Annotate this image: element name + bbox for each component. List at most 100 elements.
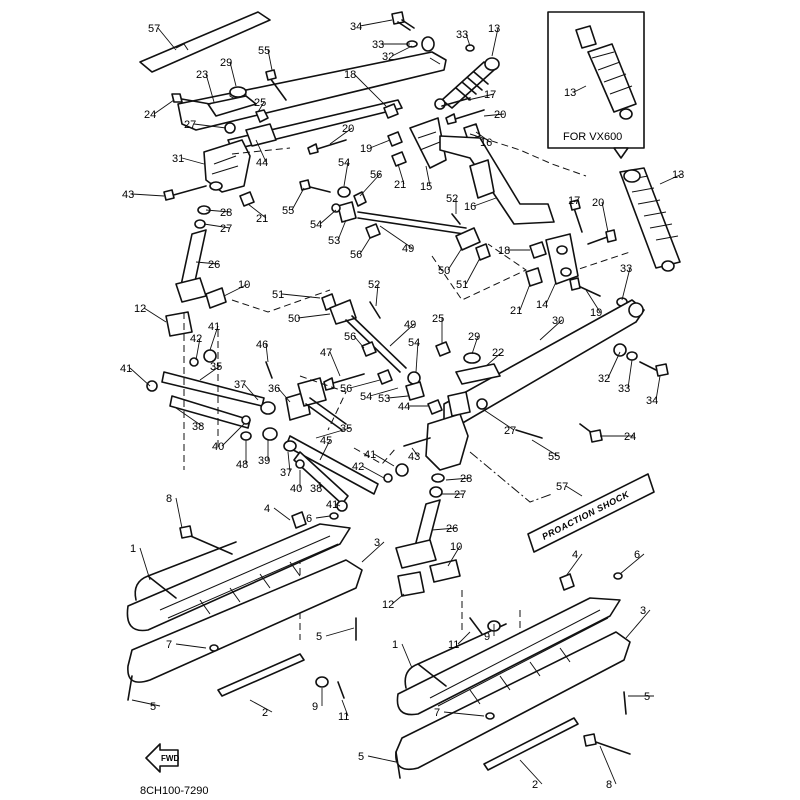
callout-number: 29 bbox=[220, 57, 232, 69]
callout-leader bbox=[379, 225, 413, 249]
callout-number: 9 bbox=[484, 631, 490, 643]
guide-line-upper-a bbox=[231, 147, 291, 155]
part-52-cotter-lower bbox=[369, 301, 381, 319]
callout-number: 25 bbox=[432, 313, 444, 325]
callout-27: 27 bbox=[483, 409, 516, 437]
part-5-bolt-left-a bbox=[127, 675, 133, 701]
part-29-cap-center bbox=[463, 352, 481, 364]
callout-43: 43 bbox=[122, 189, 165, 201]
part-8-bolt-right bbox=[589, 739, 631, 755]
callout-54: 54 bbox=[408, 337, 420, 373]
callout-number: 37 bbox=[234, 379, 246, 391]
callout-number: 18 bbox=[344, 69, 356, 81]
callout-leader bbox=[139, 547, 151, 581]
callout-leader bbox=[195, 337, 201, 361]
callout-53: 53 bbox=[378, 393, 409, 405]
callout-leader bbox=[601, 201, 609, 233]
callout-number: 4 bbox=[572, 549, 578, 561]
callout-leader bbox=[181, 157, 205, 165]
callout-21: 21 bbox=[394, 163, 406, 191]
callout-39: 39 bbox=[258, 440, 270, 467]
callout-number: 42 bbox=[352, 461, 364, 473]
callout-number: 38 bbox=[192, 421, 204, 433]
callout-number: 3 bbox=[640, 605, 646, 617]
part-56-nut-a bbox=[353, 191, 367, 207]
callout-number: 21 bbox=[510, 305, 522, 317]
callout-leader bbox=[359, 237, 371, 255]
callout-leader bbox=[599, 745, 617, 785]
callout-leader bbox=[243, 383, 259, 401]
callout-number: 33 bbox=[456, 29, 468, 41]
callout-leader bbox=[193, 123, 227, 129]
part-10-pin-left bbox=[205, 287, 227, 309]
callout-leader bbox=[205, 209, 231, 213]
part-1-ski-frame-left bbox=[126, 523, 351, 632]
part-18-nut bbox=[383, 103, 399, 119]
callout-22: 22 bbox=[485, 347, 504, 367]
callout-number: 25 bbox=[254, 97, 266, 109]
callout-33: 33 bbox=[618, 359, 633, 395]
callout-leader bbox=[659, 173, 683, 185]
callout-20: 20 bbox=[592, 197, 609, 233]
callout-51: 51 bbox=[272, 289, 321, 301]
callout-number: 51 bbox=[456, 279, 468, 291]
part-21-nut-left bbox=[239, 191, 255, 207]
part-51-nut-upper bbox=[475, 243, 491, 261]
callout-number: 11 bbox=[338, 711, 349, 723]
callout-57: 57 bbox=[148, 23, 177, 51]
part-42-bushing-center bbox=[383, 473, 393, 483]
callout-number: 12 bbox=[382, 599, 394, 611]
callout-leader bbox=[531, 439, 559, 457]
callout-number: 44 bbox=[398, 401, 410, 413]
callout-leader bbox=[425, 165, 431, 187]
callout-leader bbox=[319, 439, 331, 461]
callout-number: 7 bbox=[166, 639, 172, 651]
inset-shock-absorber bbox=[575, 25, 637, 120]
callout-leader bbox=[375, 283, 379, 307]
callout-number: 56 bbox=[344, 331, 356, 343]
callout-44: 44 bbox=[255, 139, 268, 169]
part-54-rod-end-left bbox=[331, 203, 341, 213]
part-6-washer-left bbox=[329, 512, 339, 520]
callout-number: 17 bbox=[568, 195, 580, 207]
part-40-nut-b bbox=[295, 459, 305, 469]
callout-52: 52 bbox=[368, 279, 380, 307]
callout-number: 31 bbox=[172, 153, 184, 165]
callout-leader bbox=[373, 453, 395, 467]
callout-36: 36 bbox=[268, 383, 291, 403]
callout-35: 35 bbox=[199, 361, 222, 381]
callout-35: 35 bbox=[315, 423, 352, 439]
part-11-pin-left bbox=[337, 681, 345, 699]
callout-number: 41 bbox=[326, 499, 338, 511]
callout-leader bbox=[545, 281, 557, 305]
callout-leader bbox=[143, 307, 167, 323]
part-22-bracket bbox=[455, 363, 501, 385]
callout-leader bbox=[519, 759, 543, 785]
fwd-label: FWD bbox=[161, 754, 179, 763]
callout-28: 28 bbox=[445, 473, 472, 485]
callout-number: 21 bbox=[394, 179, 406, 191]
callout-number: 27 bbox=[454, 489, 466, 501]
callout-leader bbox=[131, 699, 161, 707]
callout-43: 43 bbox=[408, 447, 420, 463]
callout-number: 41 bbox=[364, 449, 376, 461]
callout-leader bbox=[257, 101, 265, 113]
part-23-bracket bbox=[207, 95, 257, 117]
part-25-nut-center bbox=[435, 341, 451, 357]
callout-leader bbox=[447, 545, 461, 567]
callout-leader bbox=[627, 359, 633, 389]
part-27-bushing-center bbox=[476, 398, 488, 410]
callout-leader bbox=[297, 313, 331, 319]
callout-number: 55 bbox=[258, 45, 270, 57]
callout-41: 41 bbox=[364, 449, 395, 467]
callout-number: 26 bbox=[208, 259, 220, 271]
callout-leader bbox=[389, 323, 415, 347]
upper-slide-arm bbox=[177, 51, 447, 151]
part-27-bushing-lower bbox=[194, 219, 206, 229]
callout-41: 41 bbox=[208, 321, 220, 351]
callout-leader bbox=[131, 193, 165, 197]
part-24-bolt bbox=[171, 93, 211, 105]
callout-leader bbox=[573, 85, 587, 93]
callout-leader bbox=[519, 283, 531, 311]
part-48-nut bbox=[240, 431, 252, 441]
